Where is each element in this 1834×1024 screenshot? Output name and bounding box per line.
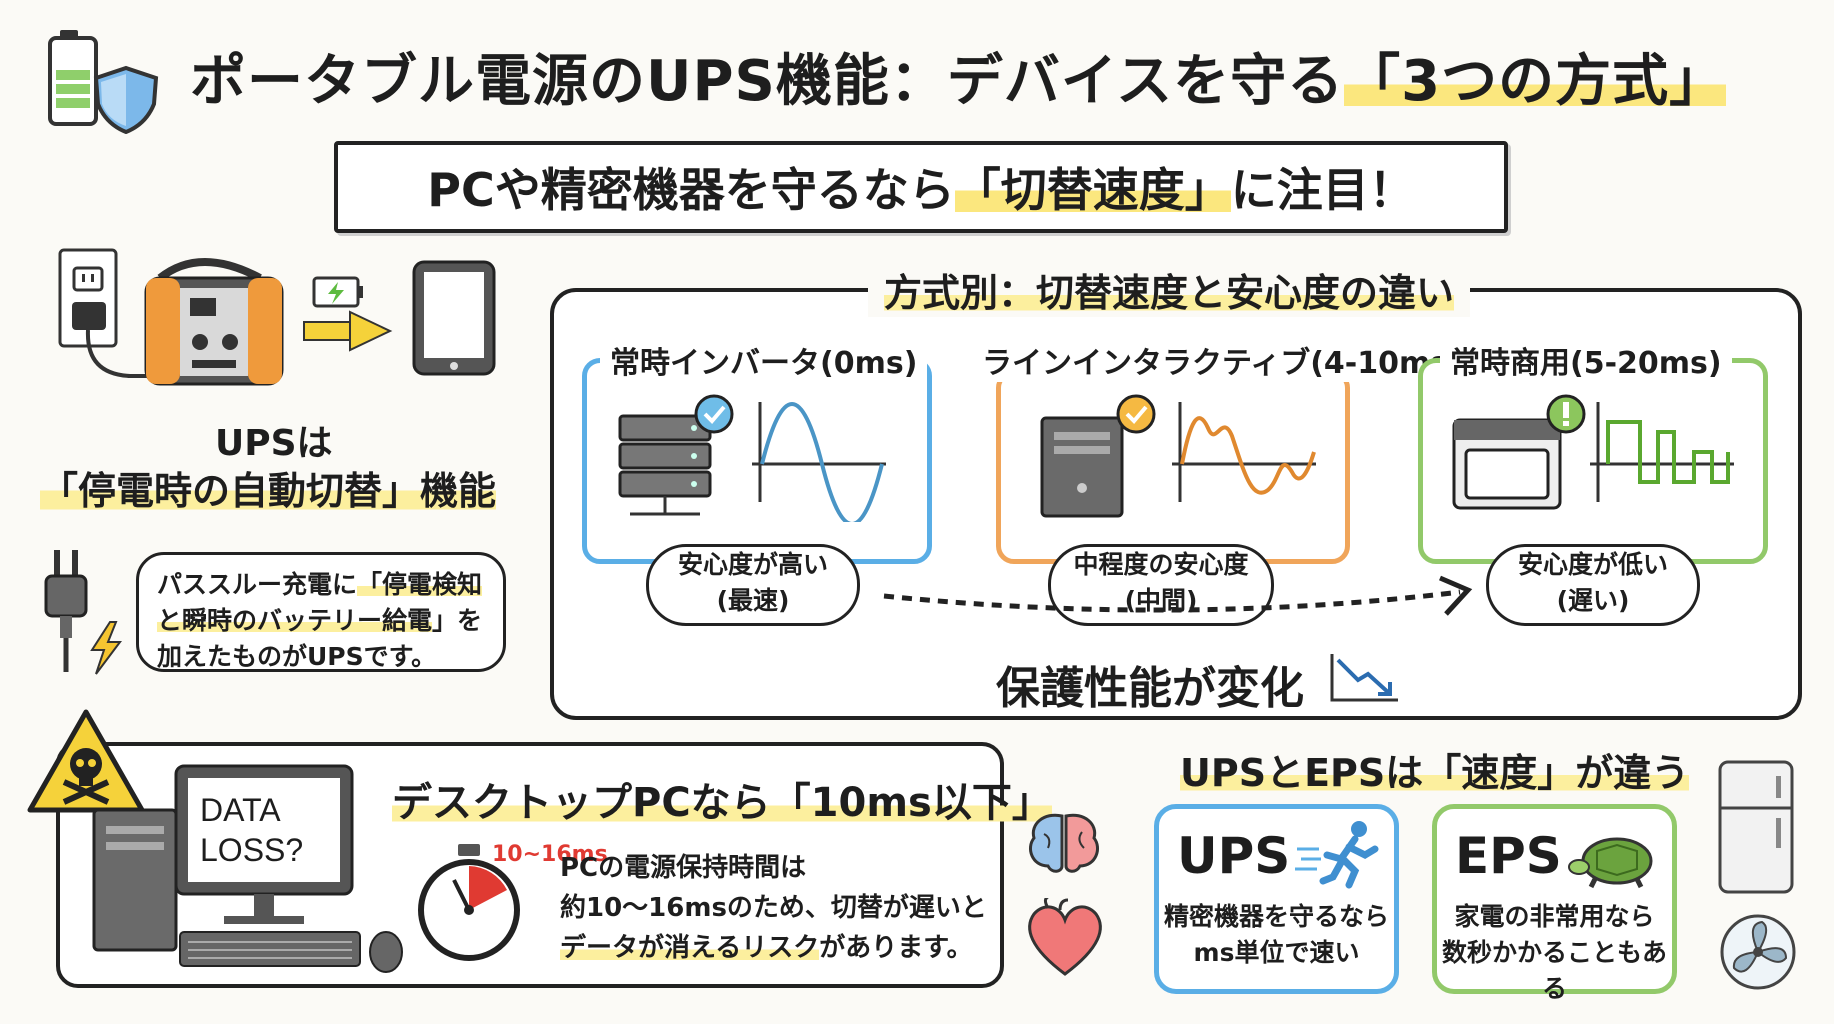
plug-lightning-icon <box>40 546 130 676</box>
screen-text-line1: DATA <box>200 792 281 828</box>
arrow-right-icon <box>303 310 393 352</box>
data-loss-text: PCの電源保持時間は 約10～16msのため、切替が遅いと データが消えるリスク… <box>560 848 987 968</box>
eps-card: EPS 家電の非常用なら 数秒かかることもある <box>1432 804 1677 1003</box>
passthrough-highlight2: と瞬時のバッテリー給電 <box>157 606 433 635</box>
eps-card-text-line2: 数秒かかることもある <box>1441 938 1667 1003</box>
ups-intro-line2: 「停電時の自動切替」機能 <box>40 460 497 515</box>
title-highlight: 「3つの方式」 <box>1344 49 1727 114</box>
passthrough-text1: パススルー充電に <box>157 570 358 599</box>
tablet-icon <box>412 260 496 376</box>
data-loss-heading: デスクトップPCなら「10ms以下」 <box>392 770 1052 828</box>
protection-flow-arrow <box>880 566 1480 646</box>
ups-card: UPS 精密機器を守るなら ms単位で速い <box>1154 804 1399 994</box>
comparison-title: 方式別：切替速度と安心度の違い <box>868 262 1471 317</box>
subtitle-highlight: 「切替速度」 <box>954 154 1231 220</box>
ups-eps-title-text: UPSとEPSは「速度」が違う <box>1180 751 1690 795</box>
ups-intro-line1: UPSは <box>215 423 333 464</box>
subtitle-banner: PCや精密機器を守るなら「切替速度」に注目！ <box>334 141 1508 233</box>
mode-offline-label: 常時商用(5-20ms) <box>1440 338 1732 382</box>
battery-shield-icon <box>46 24 166 135</box>
subtitle-before: PCや精密機器を守るなら <box>427 163 955 217</box>
data-loss-risk-highlight: データが消えるリスク <box>560 933 820 963</box>
comparison-title-text: 方式別：切替速度と安心度の違い <box>884 271 1455 315</box>
mode-online-bubble: 安心度が高い (最速) <box>646 544 860 626</box>
data-loss-text-line3: データが消えるリスクがあります。 <box>560 928 987 968</box>
eps-card-title: EPS <box>1455 827 1562 885</box>
microwave-warning-icon <box>1448 392 1738 522</box>
mode-offline-bubble-line2: (遅い) <box>1556 586 1630 615</box>
stopwatch-icon <box>414 840 524 964</box>
mode-line-interactive-label: ラインインタラクティブ(4-10ms) <box>972 338 1472 382</box>
refrigerator-icon <box>1712 756 1802 896</box>
passthrough-text3: 加えたものがUPSです。 <box>157 642 437 671</box>
mode-offline-bubble: 安心度が低い (遅い) <box>1486 544 1700 626</box>
runner-icon <box>1293 819 1387 889</box>
server-check-icon <box>610 392 890 526</box>
desktop-tower-check-icon <box>1030 392 1320 522</box>
ups-card-text: 精密機器を守るなら ms単位で速い <box>1159 899 1394 971</box>
portable-power-station-icon <box>144 258 284 386</box>
desktop-computer-icon <box>90 762 420 982</box>
heart-icon <box>1020 894 1110 978</box>
passthrough-bubble: パススルー充電に「停電検知 と瞬時のバッテリー給電」を 加えたものがUPSです。 <box>136 552 506 672</box>
mode-online-bubble-line1: 安心度が高い <box>677 550 828 579</box>
subtitle-after: に注目！ <box>1230 163 1415 217</box>
passthrough-text2: 」を <box>432 606 483 635</box>
mode-line-interactive-bubble-line1: 中程度の安心度 <box>1073 550 1249 579</box>
ups-card-text-line1: 精密機器を守るなら <box>1163 902 1389 931</box>
ups-eps-title: UPSとEPSは「速度」が違う <box>1180 742 1690 797</box>
title-main: ポータブル電源のUPS機能：デバイスを守る <box>190 49 1345 114</box>
wall-outlet-icon <box>58 248 160 378</box>
data-loss-text-line3-rest: があります。 <box>819 933 973 963</box>
brain-icon <box>1024 808 1104 878</box>
passthrough-highlight1: 「停電検知 <box>357 570 483 599</box>
turtle-icon <box>1567 827 1667 889</box>
data-loss-text-line1: PCの電源保持時間は <box>560 853 807 883</box>
ups-card-title: UPS <box>1177 827 1291 885</box>
timer-range-label: 10~16ms <box>492 842 608 867</box>
mode-online-bubble-line2: (最速) <box>716 586 790 615</box>
mode-online-label: 常時インバータ(0ms) <box>600 338 928 382</box>
fan-icon <box>1716 910 1800 994</box>
screen-text-line2: LOSS? <box>200 832 304 868</box>
ups-card-text-line2: ms単位で速い <box>1193 938 1360 967</box>
ups-illustration <box>40 244 520 404</box>
trend-down-icon <box>1328 650 1402 704</box>
eps-card-text: 家電の非常用なら 数秒かかることもある <box>1437 899 1672 1007</box>
eps-card-text-line1: 家電の非常用なら <box>1454 902 1655 931</box>
screen-text: DATA LOSS? <box>200 790 303 870</box>
protection-flow-label: 保護性能が変化 <box>996 663 1304 714</box>
data-loss-heading-text: デスクトップPCなら「10ms以下」 <box>392 780 1052 826</box>
data-loss-text-line2: 約10～16msのため、切替が遅いと <box>560 893 987 923</box>
warning-skull-icon <box>24 706 148 816</box>
battery-charging-icon <box>312 276 363 308</box>
page-title: ポータブル電源のUPS機能：デバイスを守る「3つの方式」 <box>190 36 1727 117</box>
mode-offline-bubble-line1: 安心度が低い <box>1517 550 1668 579</box>
